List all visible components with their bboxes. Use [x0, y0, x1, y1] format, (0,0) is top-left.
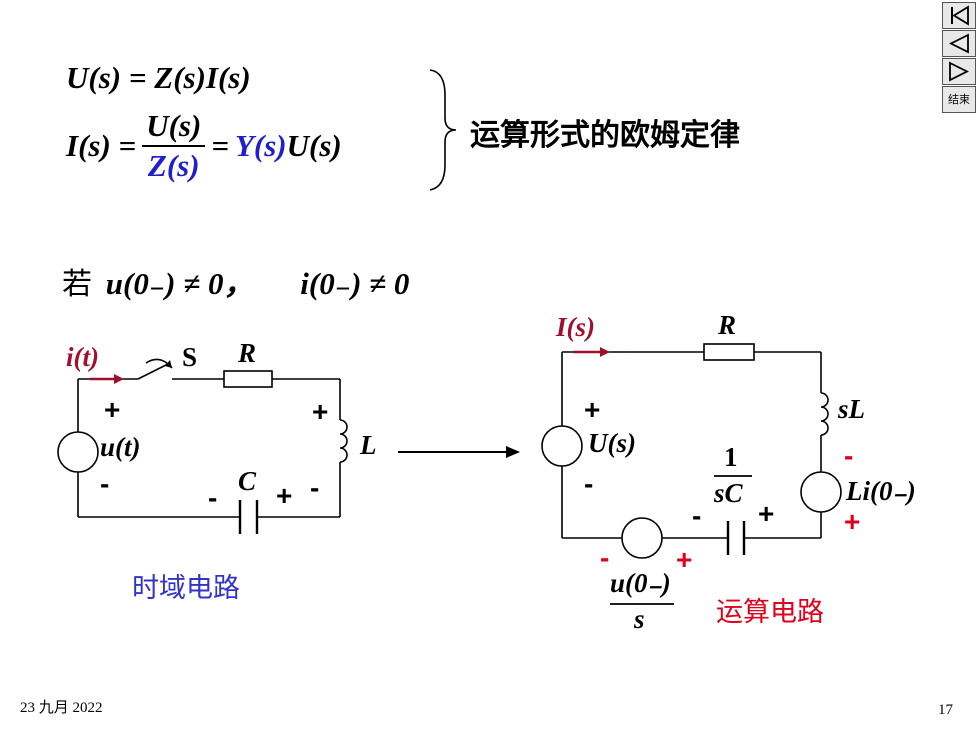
transform-arrowhead	[506, 446, 520, 458]
switch-arrowhead	[165, 360, 172, 368]
nav-first-button[interactable]	[942, 2, 976, 29]
time-resistor-label: R	[238, 338, 257, 368]
eq2-numerator: U(s)	[142, 108, 206, 147]
s-indsrc-label: Li(0₋)	[846, 476, 916, 506]
s-current-arrowhead	[600, 347, 610, 357]
cap-denominator: sC	[714, 478, 743, 508]
time-source-label: u(t)	[100, 432, 141, 462]
ohms-law-label: 运算形式的欧姆定律	[470, 118, 740, 153]
nav-end-button[interactable]: 结束	[942, 86, 976, 113]
cap-numerator: 1	[724, 442, 738, 472]
footer-date: 23 九月 2022	[20, 700, 103, 716]
time-source-plus: +	[104, 394, 121, 425]
condition-i: i(0₋) ≠ 0	[300, 266, 410, 301]
time-circuit-wires	[57, 363, 348, 534]
time-inductor-plus: +	[312, 396, 329, 427]
eq2-lhs: I(s) =	[66, 128, 137, 163]
time-current-arrowhead	[114, 374, 124, 384]
s-inductor-label: sL	[838, 394, 865, 424]
init-numerator: u(0₋)	[610, 568, 671, 598]
eq2-admittance: Y(s)	[234, 128, 287, 163]
time-source-minus: -	[100, 468, 110, 499]
next-page-icon	[949, 61, 970, 82]
nav-next-button[interactable]	[942, 58, 976, 85]
time-inductor-label: L	[360, 430, 377, 460]
s-resistor-label: R	[718, 310, 737, 340]
time-capacitor-minus: -	[208, 482, 218, 513]
s-circuit-caption: 运算电路	[716, 597, 824, 628]
equation-line1: U(s) = Z(s)I(s)	[66, 60, 251, 95]
switch-label: S	[182, 342, 198, 372]
eq2-denominator: Z(s)	[147, 148, 200, 183]
eq2-equals: =	[211, 128, 229, 163]
s-circuit-wires	[541, 343, 842, 559]
time-capacitor-label: C	[238, 466, 257, 496]
time-current-label: i(t)	[66, 342, 99, 372]
first-page-icon	[951, 5, 969, 26]
eq2-fraction: U(s) Z(s)	[142, 108, 206, 184]
s-cap-minus: -	[692, 500, 702, 531]
right-brace	[429, 69, 457, 191]
time-circuit-caption: 时域电路	[132, 573, 240, 604]
s-source-minus: -	[584, 468, 594, 499]
s-init-minus: -	[600, 542, 610, 573]
s-indsrc-plus: +	[844, 506, 861, 537]
s-source-plus: +	[584, 394, 601, 425]
s-current-label: I(s)	[556, 312, 595, 342]
page-number: 17	[938, 702, 953, 718]
prev-page-icon	[948, 33, 969, 54]
s-source-label: U(s)	[588, 428, 636, 458]
s-init-plus: +	[676, 544, 693, 575]
condition-line: 若 u(0₋) ≠ 0， i(0₋) ≠ 0	[62, 258, 409, 303]
nav-prev-button[interactable]	[942, 30, 976, 57]
time-capacitor-plus: +	[276, 480, 293, 511]
init-denominator: s	[634, 604, 645, 634]
time-inductor-minus: -	[310, 472, 320, 503]
condition-prefix: 若	[62, 267, 92, 302]
condition-u: u(0₋) ≠ 0，	[105, 266, 255, 301]
s-cap-plus: +	[758, 498, 775, 529]
equation-line2: I(s) = U(s) Z(s) = Y(s) U(s)	[66, 108, 342, 184]
eq2-voltage: U(s)	[286, 128, 342, 163]
s-indsrc-minus: -	[844, 440, 854, 471]
